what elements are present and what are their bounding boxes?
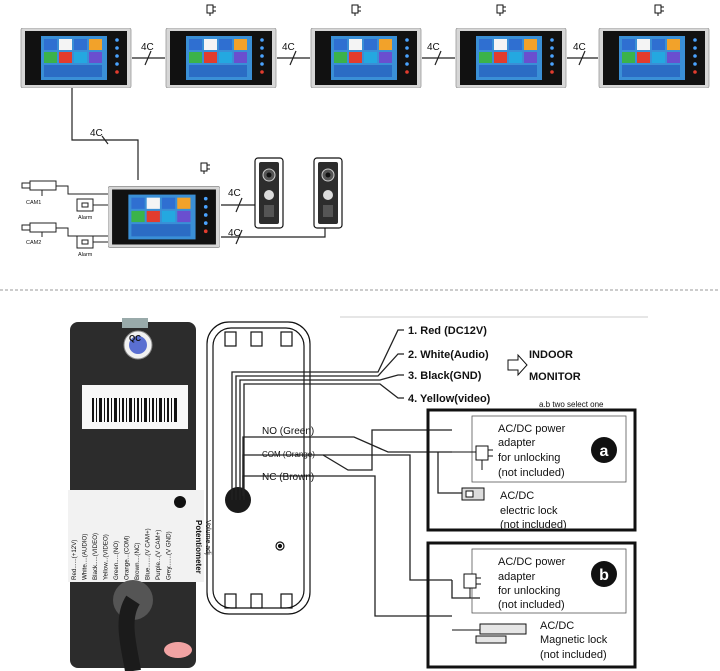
power-adapter-icon: [452, 445, 493, 470]
svg-text:electric lock: electric lock: [500, 505, 558, 517]
wire-label: Black(GND): [420, 370, 481, 382]
cable-label: 4C: [427, 42, 440, 53]
wire-code-line: Orange...(COM): [124, 536, 131, 580]
relay-wires: [242, 429, 480, 617]
wire-code-line: Brown....(NC): [134, 543, 141, 580]
option-a-letter: a: [600, 443, 609, 460]
option-b-box: b AC/DC power adapter for unlocking (not…: [426, 541, 637, 669]
electric-lock-icon: [461, 487, 485, 501]
svg-text:(not included): (not included): [498, 467, 565, 479]
barcode: [92, 398, 177, 422]
wire-code-line: Blue.......(V CAM+): [145, 528, 152, 580]
alarm-label: Alarm: [78, 215, 93, 221]
alarm-box: [76, 198, 108, 212]
wire-list: 1. Red (DC12V) 2. White(Audio) 3. Black(…: [408, 325, 491, 405]
wire-code-line: Grey.......(V GND): [166, 531, 173, 580]
wire-code-line: Purple...(V CAM+): [155, 530, 162, 580]
alarm-label: Alarm: [78, 252, 93, 258]
wire-number: 2.: [408, 349, 417, 361]
terminal-nc-label: NC (Brown): [262, 472, 314, 483]
svg-text:Magnetic lock: Magnetic lock: [540, 634, 608, 646]
qc-sticker: QC: [129, 334, 141, 343]
svg-text:(not included): (not included): [500, 519, 567, 531]
wire-label: White(Audio): [420, 349, 489, 361]
indoor-monitor-1: [20, 28, 132, 88]
wire-code-line: Yellow...(VIDEO): [103, 534, 110, 580]
door-station-1: [254, 157, 284, 229]
camera-icon: [21, 180, 108, 196]
svg-text:AC/DC: AC/DC: [540, 620, 574, 632]
door-station-front-outline: [206, 321, 311, 615]
cable-label: 4C: [228, 228, 241, 239]
arrow-right-icon: [507, 353, 528, 377]
svg-text:3. Black(GND): 3. Black(GND): [408, 370, 482, 382]
power-adapter-b-text: AC/DC power adapter for unlocking (not i…: [498, 556, 566, 611]
select-note: a.b two select one: [539, 400, 604, 409]
wire-code-line: Green.....(NO): [113, 541, 120, 580]
indoor-monitor-2: [165, 28, 277, 88]
cable-label: 4C: [141, 42, 154, 53]
power-plug-icon: [206, 4, 217, 16]
wire-number: 4.: [408, 393, 417, 405]
alarm-box: [76, 235, 108, 249]
svg-text:AC/DC: AC/DC: [500, 490, 534, 502]
svg-text:2. White(Audio): 2. White(Audio): [408, 349, 489, 361]
magnetic-lock-b-text: AC/DC Magnetic lock (not included): [540, 620, 608, 661]
indoor-monitor-5: [598, 28, 710, 88]
indoor-monitor-3: [310, 28, 422, 88]
wire-hole: [225, 487, 251, 513]
indoor-monitor-4: [455, 28, 567, 88]
wire-label: Yellow(video): [420, 393, 491, 405]
electric-lock-a-text: AC/DC electric lock (not included): [500, 490, 567, 531]
svg-text:adapter: adapter: [498, 437, 536, 449]
magnetic-lock-icon: [452, 623, 527, 644]
wire-code-line: Black.....(VIDEO): [92, 533, 99, 580]
cable-label: 4C: [282, 42, 295, 53]
wifi-icon: [174, 496, 186, 508]
camera-label: CAM1: [26, 200, 41, 206]
power-plug-icon: [496, 4, 507, 16]
power-plug-icon: [200, 162, 211, 174]
power-plug-icon: [351, 4, 362, 16]
option-b-badge: [591, 561, 617, 587]
camera-label: CAM2: [26, 240, 41, 246]
power-signal-wires: [231, 329, 404, 500]
svg-text:for unlocking: for unlocking: [498, 452, 560, 464]
indoor-label: INDOOR: [529, 349, 573, 361]
terminal-com-label: COM (Orange): [262, 450, 315, 459]
wire-code-line: White....(AUDIO): [82, 534, 89, 580]
terminal-no-label: NO (Green): [262, 426, 314, 437]
wire-code-line: Red......(+12V): [71, 540, 78, 580]
cable-label: 4C: [573, 42, 586, 53]
door-station-back-panel: QC Red......(+12V) White....(AUDIO)Black.…: [68, 318, 211, 671]
wire-label: Red (DC12V): [420, 325, 487, 337]
svg-text:for unlocking: for unlocking: [498, 585, 560, 597]
cable-label: 4C: [90, 128, 103, 139]
power-plug-icon: [654, 4, 665, 16]
monitor-link-cables: [71, 50, 598, 245]
svg-text:1. Red (DC12V): 1. Red (DC12V): [408, 325, 487, 337]
camera-icon: [21, 222, 108, 237]
bottom-wiring-diagram: QC Red......(+12V) White....(AUDIO)Black.…: [68, 316, 648, 671]
wire-number: 3.: [408, 370, 417, 382]
main-indoor-monitor: [108, 185, 220, 249]
option-a-badge: [591, 437, 617, 463]
svg-text:adapter: adapter: [498, 571, 536, 583]
option-b-letter: b: [599, 567, 609, 584]
option-a-box: a AC/DC power adapter for unlocking (not…: [426, 408, 637, 532]
top-network-diagram: 4C 4C 4C 4C 4C 4C 4C CAM1 CAM2: [20, 4, 710, 258]
potentiometer-label: Potentiometer: [194, 520, 203, 574]
svg-text:(not included): (not included): [540, 649, 607, 661]
wire-number: 1.: [408, 325, 417, 337]
svg-text:AC/DC power: AC/DC power: [498, 556, 566, 568]
svg-text:AC/DC power: AC/DC power: [498, 423, 566, 435]
power-adapter-a-text: AC/DC power adapter for unlocking (not i…: [498, 423, 566, 479]
cable-label: 4C: [228, 188, 241, 199]
svg-text:4. Yellow(video): 4. Yellow(video): [408, 393, 491, 405]
monitor-label: MONITOR: [529, 371, 581, 383]
svg-text:(not included): (not included): [498, 599, 565, 611]
power-adapter-icon: [463, 573, 481, 598]
door-station-2: [313, 157, 343, 229]
